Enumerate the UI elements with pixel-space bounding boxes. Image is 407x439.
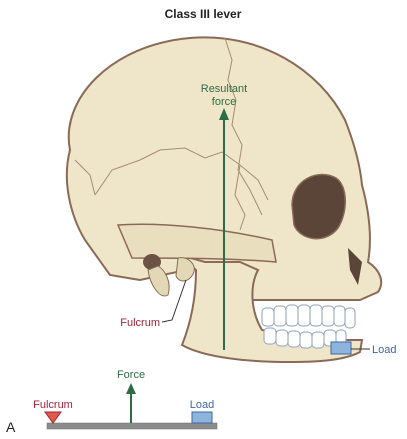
mastoid-process (147, 265, 170, 297)
nasal-cavity (348, 248, 362, 285)
panel-letter: A (6, 419, 16, 435)
sphenoid-suture (234, 164, 246, 231)
lambdoid-suture (74, 159, 96, 196)
lever-bar (46, 422, 218, 430)
force-bar-label: Force (117, 369, 145, 381)
mandible (179, 254, 364, 364)
condyle (175, 257, 195, 282)
upper-teeth (261, 304, 356, 329)
zygomatic-arch (116, 223, 277, 263)
lever-schematic (44, 383, 218, 430)
load-skull-label: Load (372, 344, 396, 356)
squamosal-suture (94, 147, 269, 201)
fulcrum-leader-line (161, 279, 187, 323)
resultant-force-label-2: force (212, 96, 236, 108)
fulcrum-skull-label: Fulcrum (120, 317, 160, 329)
fulcrum-bar-label: Fulcrum (33, 399, 73, 411)
resultant-force-label-1: Resultant (201, 83, 247, 95)
lower-teeth (263, 327, 347, 349)
diagram-title: Class III lever (165, 7, 242, 21)
fulcrum-triangle (44, 411, 62, 424)
load-bar-label: Load (190, 399, 214, 411)
ear-canal (143, 254, 161, 270)
load-bar-box (191, 411, 213, 424)
coronal-suture (224, 37, 263, 216)
eye-orbit (291, 173, 346, 240)
load-skull-box (330, 341, 352, 355)
force-bar-arrow-head (126, 383, 136, 394)
resultant-force-arrow (219, 108, 229, 350)
